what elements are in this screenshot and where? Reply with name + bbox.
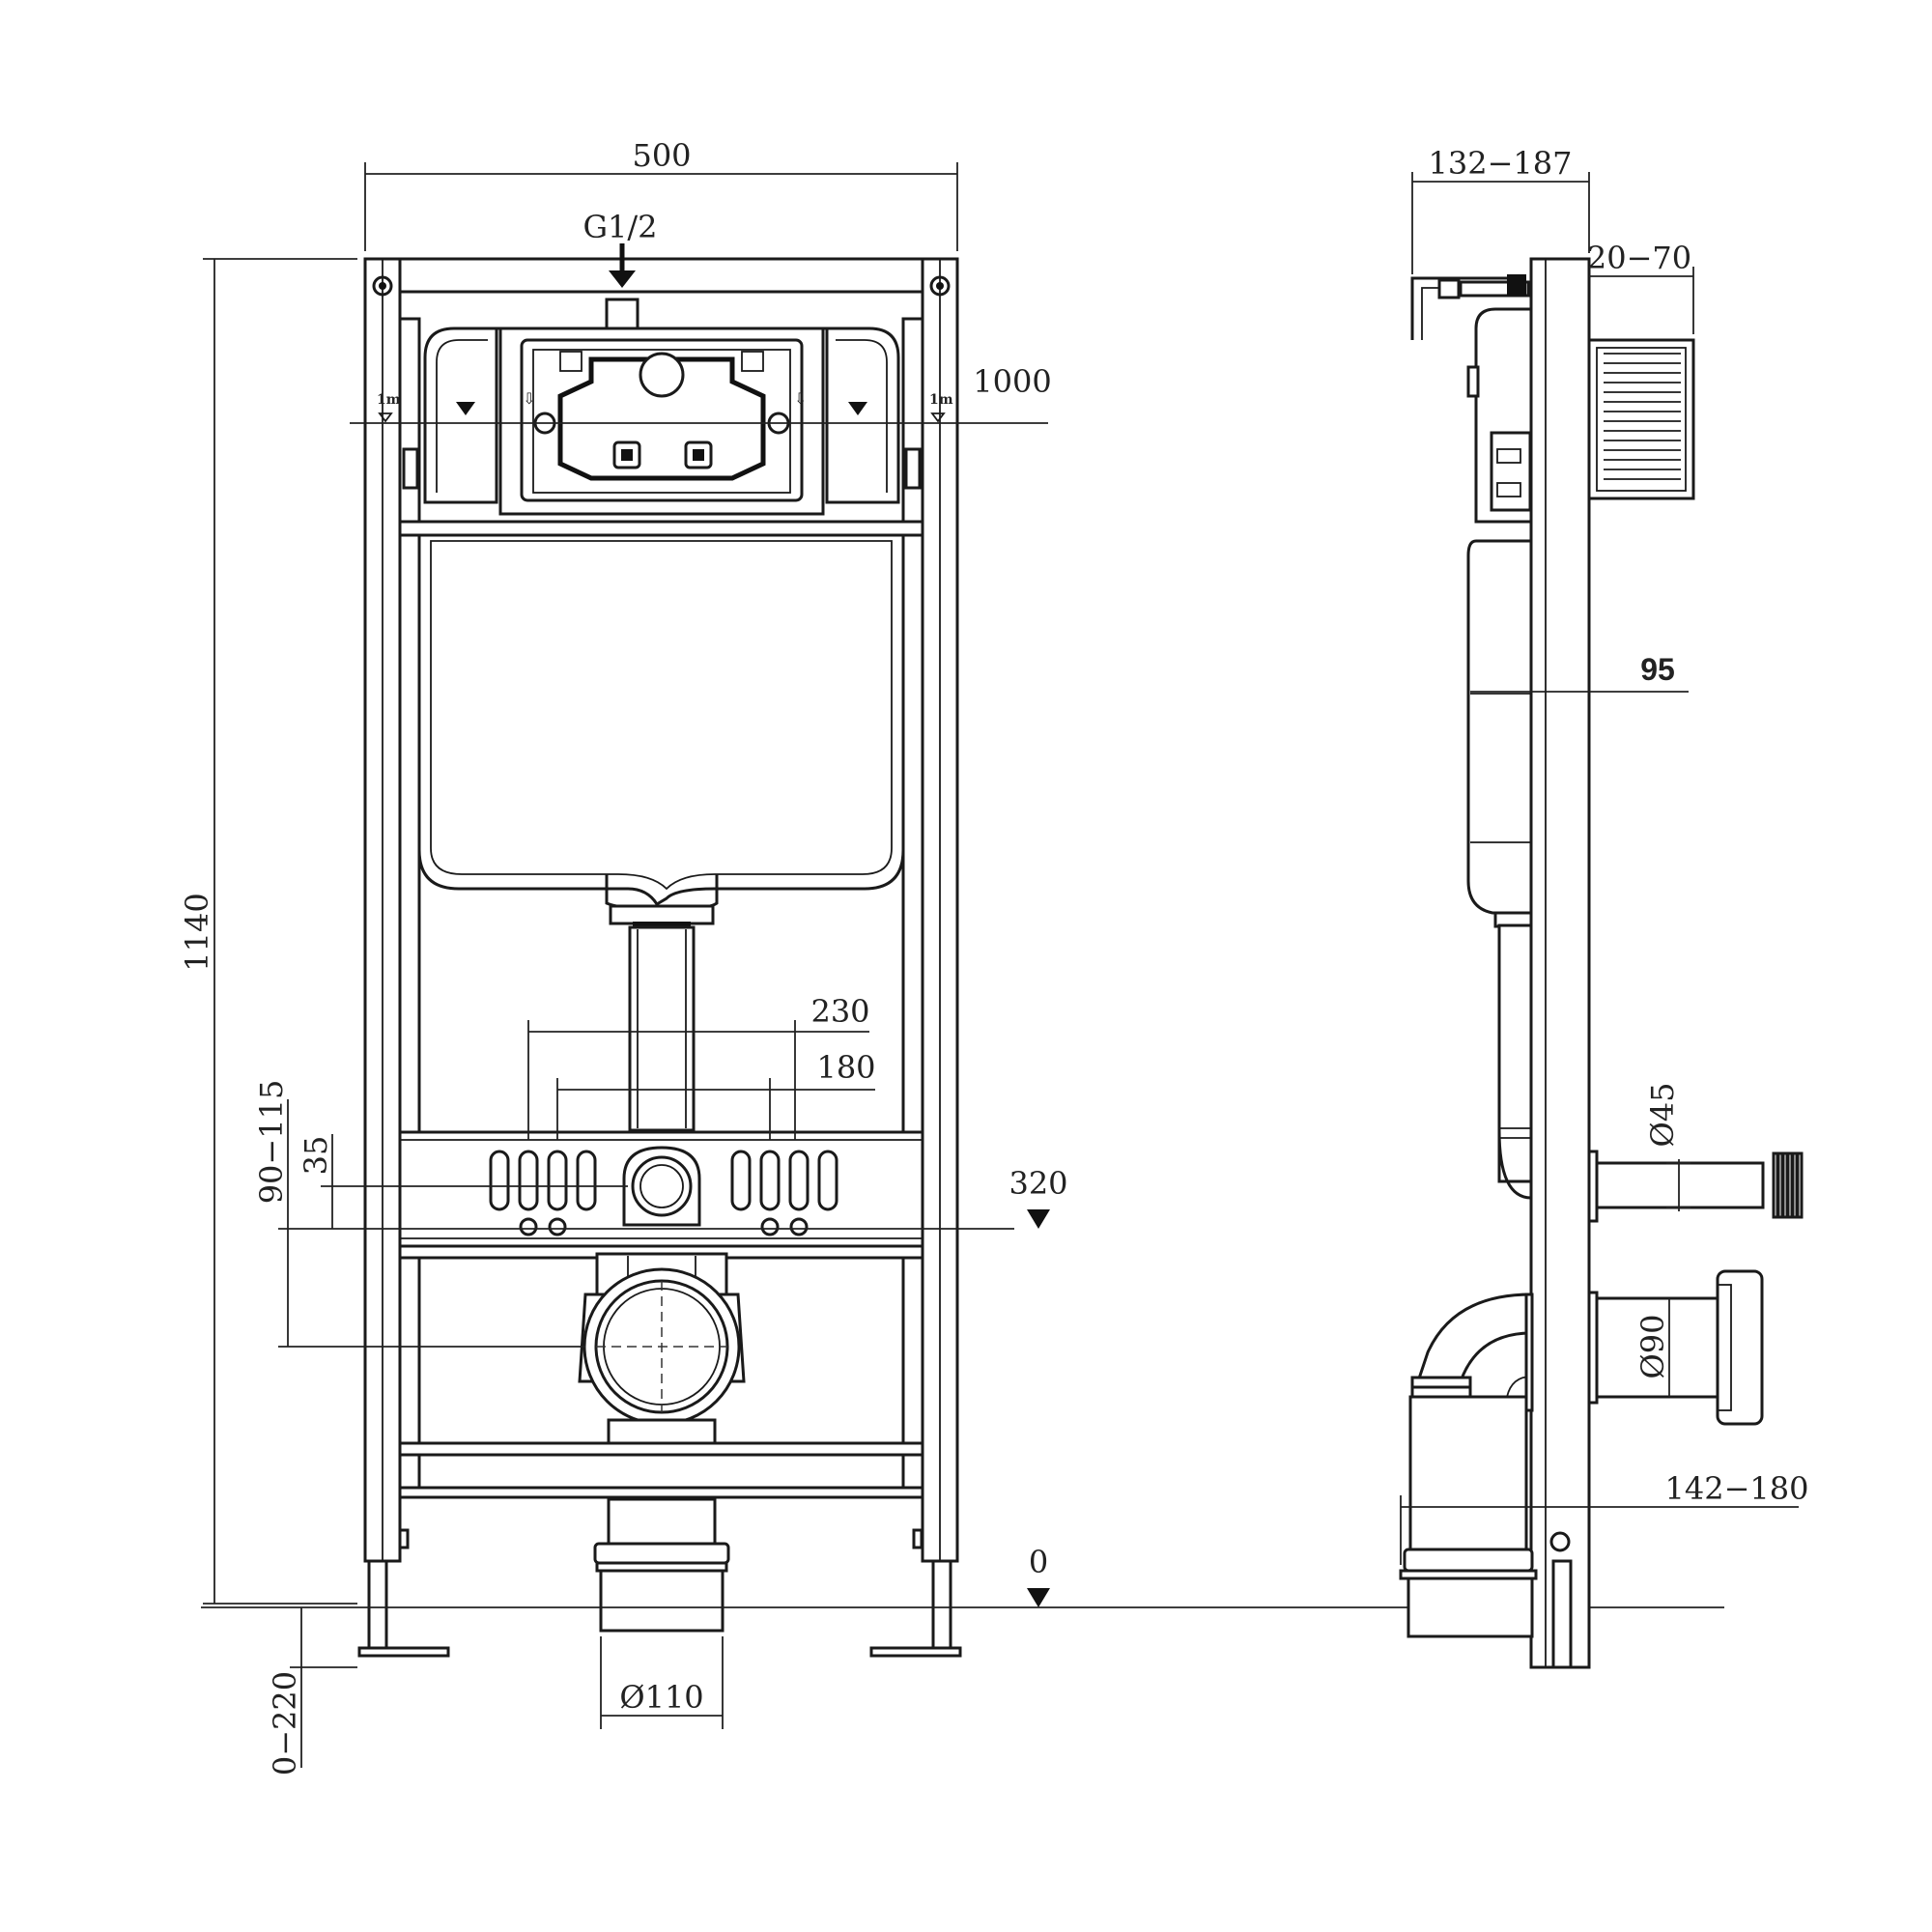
flush-valve-circle — [639, 352, 685, 398]
thread-ring — [1776, 1151, 1784, 1219]
dim-level-320: 320 — [1009, 1165, 1067, 1202]
level-320-marker-icon — [1027, 1209, 1050, 1229]
side-cistern-tank — [1466, 539, 1533, 915]
dim-pipe-d45: Ø45 — [1644, 1083, 1681, 1148]
level-0-marker-icon — [1027, 1588, 1050, 1607]
side-leg — [1551, 1559, 1573, 1669]
frame-right-post — [921, 257, 959, 1563]
cistern-bracket-left — [423, 327, 502, 504]
cistern-tank — [417, 527, 905, 907]
flush-mechanism — [557, 356, 766, 481]
flush-pipe — [628, 925, 696, 1132]
mark-1m-right: 1m — [929, 392, 953, 408]
dim-width-500: 500 — [632, 137, 691, 174]
frame-top-rail — [398, 257, 924, 294]
thread-ring — [1796, 1151, 1804, 1219]
mark-1m-left: 1m — [377, 392, 401, 408]
dim-depth-95: 95 — [1640, 652, 1675, 687]
side-drain-pipe — [1595, 1296, 1724, 1399]
dim-level-0: 0 — [1029, 1544, 1048, 1580]
frame-left-post — [363, 257, 402, 1563]
front-view: ⇩ ⇩ 1m 1m — [357, 243, 962, 1658]
mounting-slots-right — [730, 1150, 838, 1236]
svg-text:⇩: ⇩ — [794, 389, 807, 408]
side-acoustic-cover — [1587, 338, 1695, 500]
bottom-frame-bar — [398, 1441, 924, 1457]
dim-leg-0-220: 0−220 — [267, 1671, 303, 1776]
side-cover-ribs — [1604, 353, 1681, 480]
side-outlet-thread — [1772, 1151, 1804, 1219]
dim-flush-1000: 1000 — [973, 363, 1051, 400]
dim-offset-20-70: 20−70 — [1587, 240, 1691, 276]
side-flush-pipe — [1497, 923, 1533, 1183]
thread-ring — [1791, 1151, 1799, 1219]
level-mark-left-icon — [456, 402, 475, 415]
side-frame-upright — [1529, 257, 1591, 1669]
level-mark-right-icon — [848, 402, 867, 415]
dim-pipe-d90: Ø90 — [1634, 1315, 1671, 1379]
dim-span-180: 180 — [816, 1049, 875, 1086]
svg-text:⇩: ⇩ — [523, 389, 535, 408]
drain-outlet-pipe — [607, 1497, 717, 1549]
inlet-arrow-icon — [609, 243, 636, 288]
dim-depth-142-180: 142−180 — [1665, 1470, 1809, 1507]
mount-hole-right — [929, 275, 951, 297]
side-flush-outlet-pipe — [1595, 1161, 1765, 1209]
thread-ring — [1786, 1151, 1794, 1219]
dim-offset-35: 35 — [298, 1136, 334, 1176]
cistern-bracket-right — [821, 327, 900, 504]
side-top-hook — [1410, 276, 1507, 340]
thread-ring — [1772, 1151, 1779, 1219]
mounting-slots-left — [489, 1150, 597, 1236]
water-inlet-stub — [605, 298, 639, 330]
flush-connector — [622, 1146, 701, 1227]
side-drain-elbow — [1415, 1293, 1532, 1383]
dim-depth-132-187: 132−187 — [1429, 145, 1573, 182]
front-dimensions: 500 G1/2 1140 1000 230 180 90−115 35 320 — [179, 137, 1724, 1776]
dim-pipe-d110: Ø110 — [619, 1679, 703, 1716]
mount-hole-left — [372, 275, 393, 297]
side-dimensions: 132−187 20−70 95 Ø45 Ø90 142−180 — [1400, 145, 1809, 1565]
thread-ring — [1781, 1151, 1789, 1219]
dim-span-230: 230 — [810, 993, 869, 1030]
dim-height-1140: 1140 — [179, 893, 215, 971]
side-mount-hole — [1549, 1531, 1571, 1552]
side-view — [1399, 257, 1804, 1669]
side-drain-riser — [1408, 1395, 1528, 1553]
dim-inlet-g12: G1/2 — [582, 209, 657, 245]
dim-range-90-115: 90−115 — [253, 1080, 290, 1205]
